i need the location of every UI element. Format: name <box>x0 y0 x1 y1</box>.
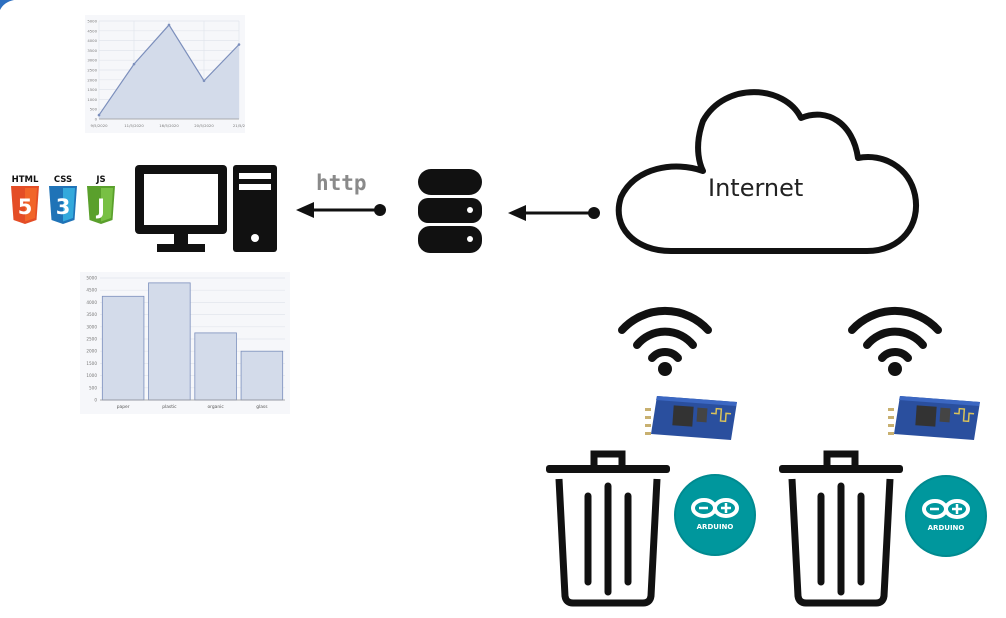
trash-can-icon <box>543 446 673 608</box>
monitor-icon <box>135 165 227 252</box>
css3-icon: CSS 3 <box>49 175 77 224</box>
arduino-label: ARDUINO <box>697 523 734 531</box>
y-tick-label: 4500 <box>87 28 97 33</box>
svg-text:5: 5 <box>18 195 33 219</box>
x-tick-label: 20/5/2020 <box>194 123 214 128</box>
web-tech-badges: HTML 5 CSS 3 JS J <box>8 172 123 232</box>
y-tick-label: 500 <box>90 107 98 112</box>
data-point <box>202 79 206 83</box>
esp-wifi-module-icon <box>888 392 983 444</box>
wifi-icon <box>615 300 715 378</box>
area-series <box>99 24 239 120</box>
y-tick-label: 5000 <box>87 19 97 24</box>
html-label: HTML <box>12 175 39 185</box>
cloud-label: Internet <box>708 174 804 202</box>
desktop-computer-icon <box>130 160 280 255</box>
y-tick-label: 1500 <box>87 87 97 92</box>
y-tick-label: 4000 <box>86 300 97 305</box>
arduino-logo-icon: ARDUINO <box>903 473 989 559</box>
wifi-icon <box>845 300 945 378</box>
bar <box>148 282 191 401</box>
x-tick-label: glass <box>256 404 268 410</box>
js-icon: JS J <box>87 175 115 224</box>
bar <box>240 350 284 401</box>
http-label: http <box>316 171 367 195</box>
internet-cloud-icon <box>605 75 930 260</box>
http-arrow <box>290 198 390 222</box>
bar <box>101 295 145 401</box>
y-tick-label: 3500 <box>86 312 97 317</box>
y-tick-label: 1000 <box>87 97 97 102</box>
y-tick-label: 3000 <box>87 58 97 63</box>
data-point <box>132 62 136 66</box>
x-tick-label: organic <box>207 404 224 410</box>
data-point <box>97 113 101 117</box>
corner-accent <box>0 0 14 10</box>
trash-can-icon <box>776 446 906 608</box>
y-tick-label: 0 <box>94 398 97 403</box>
svg-text:3: 3 <box>56 195 71 219</box>
internet-arrow <box>502 201 602 225</box>
data-point <box>237 43 241 46</box>
y-tick-label: 3500 <box>87 48 97 53</box>
esp-wifi-module-icon <box>645 392 740 444</box>
arduino-label: ARDUINO <box>928 524 965 532</box>
y-tick-label: 0 <box>95 117 98 122</box>
x-tick-label: plastic <box>162 404 177 410</box>
css-label: CSS <box>54 175 72 185</box>
arduino-logo-icon: ARDUINO <box>672 472 758 558</box>
y-tick-label: 3000 <box>86 324 97 329</box>
database-icon <box>414 163 486 258</box>
data-point <box>167 23 171 27</box>
y-tick-label: 500 <box>89 385 97 390</box>
y-tick-label: 1000 <box>86 373 97 378</box>
y-tick-label: 2000 <box>86 349 97 354</box>
y-tick-label: 2500 <box>87 68 97 73</box>
html5-icon: HTML 5 <box>11 175 39 224</box>
x-tick-label: 11/5/2020 <box>124 123 144 128</box>
svg-text:J: J <box>95 195 105 219</box>
y-tick-label: 1500 <box>86 361 97 366</box>
computer-tower-icon <box>233 165 277 252</box>
y-tick-label: 2000 <box>87 77 97 82</box>
y-tick-label: 2500 <box>86 337 97 342</box>
x-tick-label: 21/5/2 <box>233 123 246 128</box>
y-tick-label: 4000 <box>87 38 97 43</box>
bar-chart-svg: 5000450040003500300025002000150010005000… <box>86 276 285 410</box>
line-chart-svg: 5000450040003500300025002000150010005000… <box>87 19 246 129</box>
y-tick-label: 5000 <box>86 276 97 281</box>
x-tick-label: paper <box>117 404 130 410</box>
bar <box>194 332 237 401</box>
js-label: JS <box>95 175 105 185</box>
x-tick-label: 16/5/2020 <box>159 123 179 128</box>
x-tick-label: 9/5/2020 <box>90 123 108 128</box>
y-tick-label: 4500 <box>86 288 97 293</box>
